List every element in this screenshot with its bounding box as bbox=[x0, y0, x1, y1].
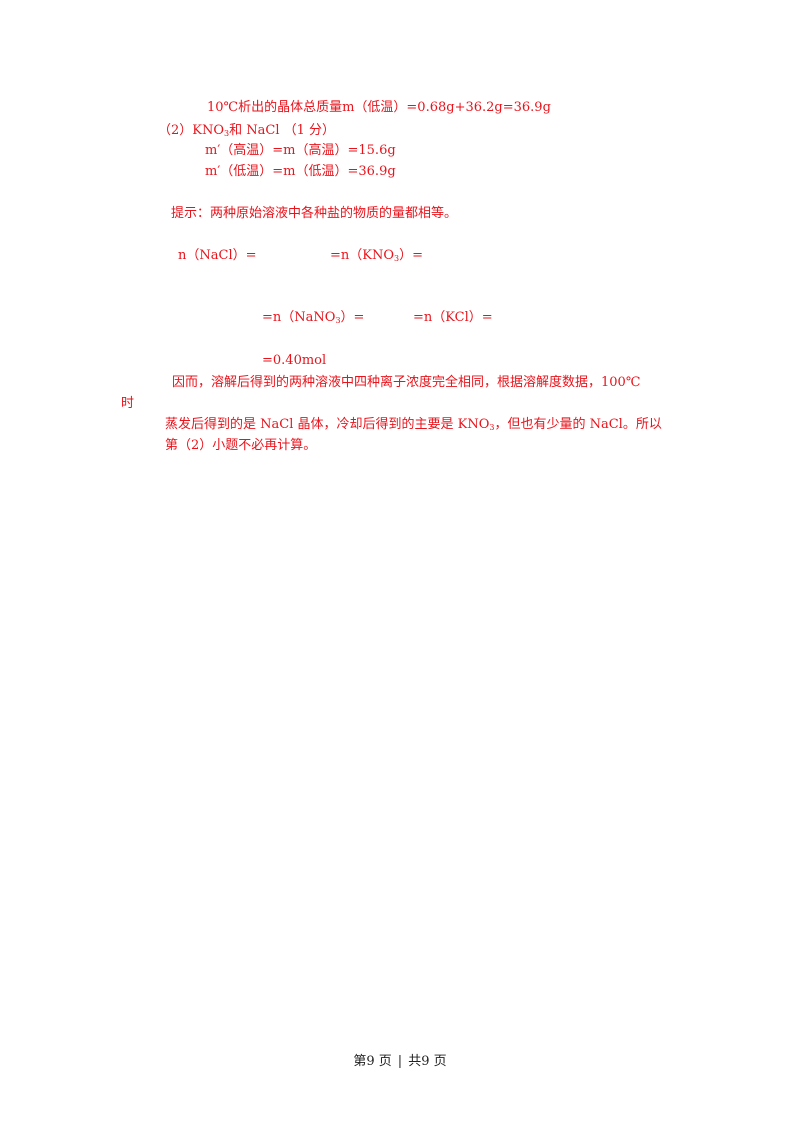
crystal-mass-low-temp: 10℃析出的晶体总质量m（低温）=0.68g+36.2g=36.9g bbox=[207, 100, 551, 115]
explanation-line-3: 第（2）小题不必再计算。 bbox=[165, 438, 317, 453]
answer-part-2: （2）KNO3和 NaCl （1 分） bbox=[158, 123, 336, 138]
page-footer: 第9 页 | 共9 页 bbox=[0, 1050, 800, 1069]
equation-result: =0.40mol bbox=[262, 353, 327, 368]
equation-n-kcl: =n（KCl）= bbox=[413, 310, 493, 325]
equation-n-kno3: =n（KNO3）= bbox=[330, 248, 424, 263]
mass-high-temp: m′（高温）=m（高温）=15.6g bbox=[205, 143, 396, 158]
page-number: 第9 页 bbox=[353, 1054, 392, 1069]
equation-n-nano3: =n（NaNO3）= bbox=[262, 310, 365, 325]
page-total: 共9 页 bbox=[408, 1054, 447, 1069]
equation-n-nacl: n（NaCl）= bbox=[178, 248, 257, 263]
explanation-line-1-wrap: 时 bbox=[121, 396, 135, 411]
footer-separator: | bbox=[397, 1054, 403, 1069]
explanation-line-1: 因而，溶解后得到的两种溶液中四种离子浓度完全相同，根据溶解度数据，100℃ bbox=[172, 375, 641, 390]
mass-low-temp: m′（低温）=m（低温）=36.9g bbox=[205, 164, 396, 179]
explanation-line-2: 蒸发后得到的是 NaCl 晶体，冷却后得到的主要是 KNO3，但也有少量的 Na… bbox=[165, 417, 662, 432]
hint-text: 提示：两种原始溶液中各种盐的物质的量都相等。 bbox=[171, 206, 458, 221]
